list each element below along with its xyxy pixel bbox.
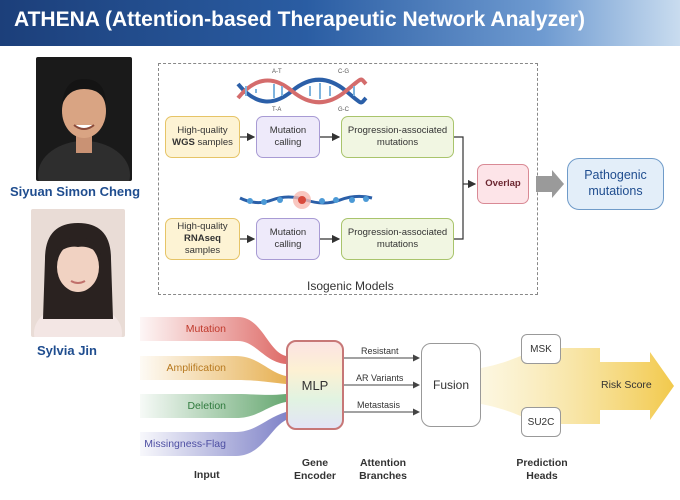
- rna-source-suffix: samples: [184, 244, 221, 256]
- rna-mutation-calling-box: Mutation calling: [256, 218, 320, 260]
- rna-mutations-label: Progression-associated mutations: [347, 227, 448, 250]
- head-su2c-box: SU2C: [521, 407, 561, 437]
- overlap-label: Overlap: [485, 178, 521, 190]
- dna-label: C-G: [338, 69, 349, 75]
- model-flow: [140, 317, 674, 456]
- input-amplification-label: Amplification: [166, 362, 226, 374]
- input-deletion-label: Deletion: [187, 400, 226, 412]
- wgs-calling-label: Mutation calling: [269, 125, 307, 148]
- head-su2c-label: SU2C: [527, 416, 555, 428]
- caption-input: Input: [194, 469, 220, 481]
- rna-source-prefix: High-quality: [177, 221, 228, 233]
- caption-prediction-heads: Prediction Heads: [516, 457, 568, 482]
- wgs-mutations-label: Progression-associated mutations: [347, 125, 448, 148]
- person-name-1: Siyuan Simon Cheng: [10, 184, 141, 199]
- branch-ar-variants-label: AR Variants: [356, 373, 404, 383]
- portrait-photo-1: [36, 57, 132, 181]
- person-name-2: Sylvia Jin: [37, 343, 97, 358]
- risk-score-label: Risk Score: [601, 379, 652, 391]
- overlap-box: Overlap: [477, 164, 529, 204]
- branch-metastasis-label: Metastasis: [357, 400, 401, 410]
- fusion-label: Fusion: [432, 378, 470, 392]
- fusion-box: Fusion: [421, 343, 481, 427]
- input-missingness-label: Missingness-Flag: [144, 438, 226, 450]
- mlp-encoder-box: MLP: [286, 340, 344, 430]
- caption-gene-encoder: Gene Encoder: [293, 457, 336, 482]
- wgs-source-suffix: samples: [194, 137, 233, 148]
- caption-attention-branches: Attention Branches: [359, 457, 407, 482]
- dna-helix-icon: [236, 77, 368, 105]
- portrait-photo-2: [31, 209, 125, 337]
- title-banner: [0, 0, 680, 46]
- rna-strand-icon: [239, 191, 373, 209]
- wgs-progression-box: Progression-associated mutations: [341, 116, 454, 158]
- branch-resistant-label: Resistant: [361, 346, 399, 356]
- wgs-source-prefix: High-quality: [177, 125, 228, 137]
- dna-label: T-A: [272, 107, 282, 113]
- dna-label: A-T: [272, 69, 282, 75]
- head-msk-box: MSK: [521, 334, 561, 364]
- page-title: ATHENA (Attention-based Therapeutic Netw…: [14, 8, 585, 31]
- mlp-label: MLP: [301, 377, 329, 393]
- pathogenic-label: Pathogenic mutations: [584, 168, 647, 198]
- dna-label: G-C: [338, 107, 349, 113]
- rna-calling-label: Mutation calling: [269, 227, 307, 250]
- rna-source-bold: RNAseq: [184, 233, 221, 245]
- input-mutation-label: Mutation: [185, 323, 226, 335]
- isogenic-models-label: Isogenic Models: [307, 279, 394, 293]
- wgs-mutation-calling-box: Mutation calling: [256, 116, 320, 158]
- isogenic-arrows: [240, 132, 564, 244]
- head-msk-label: MSK: [530, 343, 552, 355]
- pathogenic-mutations-box: Pathogenic mutations: [567, 158, 664, 210]
- rna-progression-box: Progression-associated mutations: [341, 218, 454, 260]
- wgs-source-bold: WGS: [172, 137, 195, 148]
